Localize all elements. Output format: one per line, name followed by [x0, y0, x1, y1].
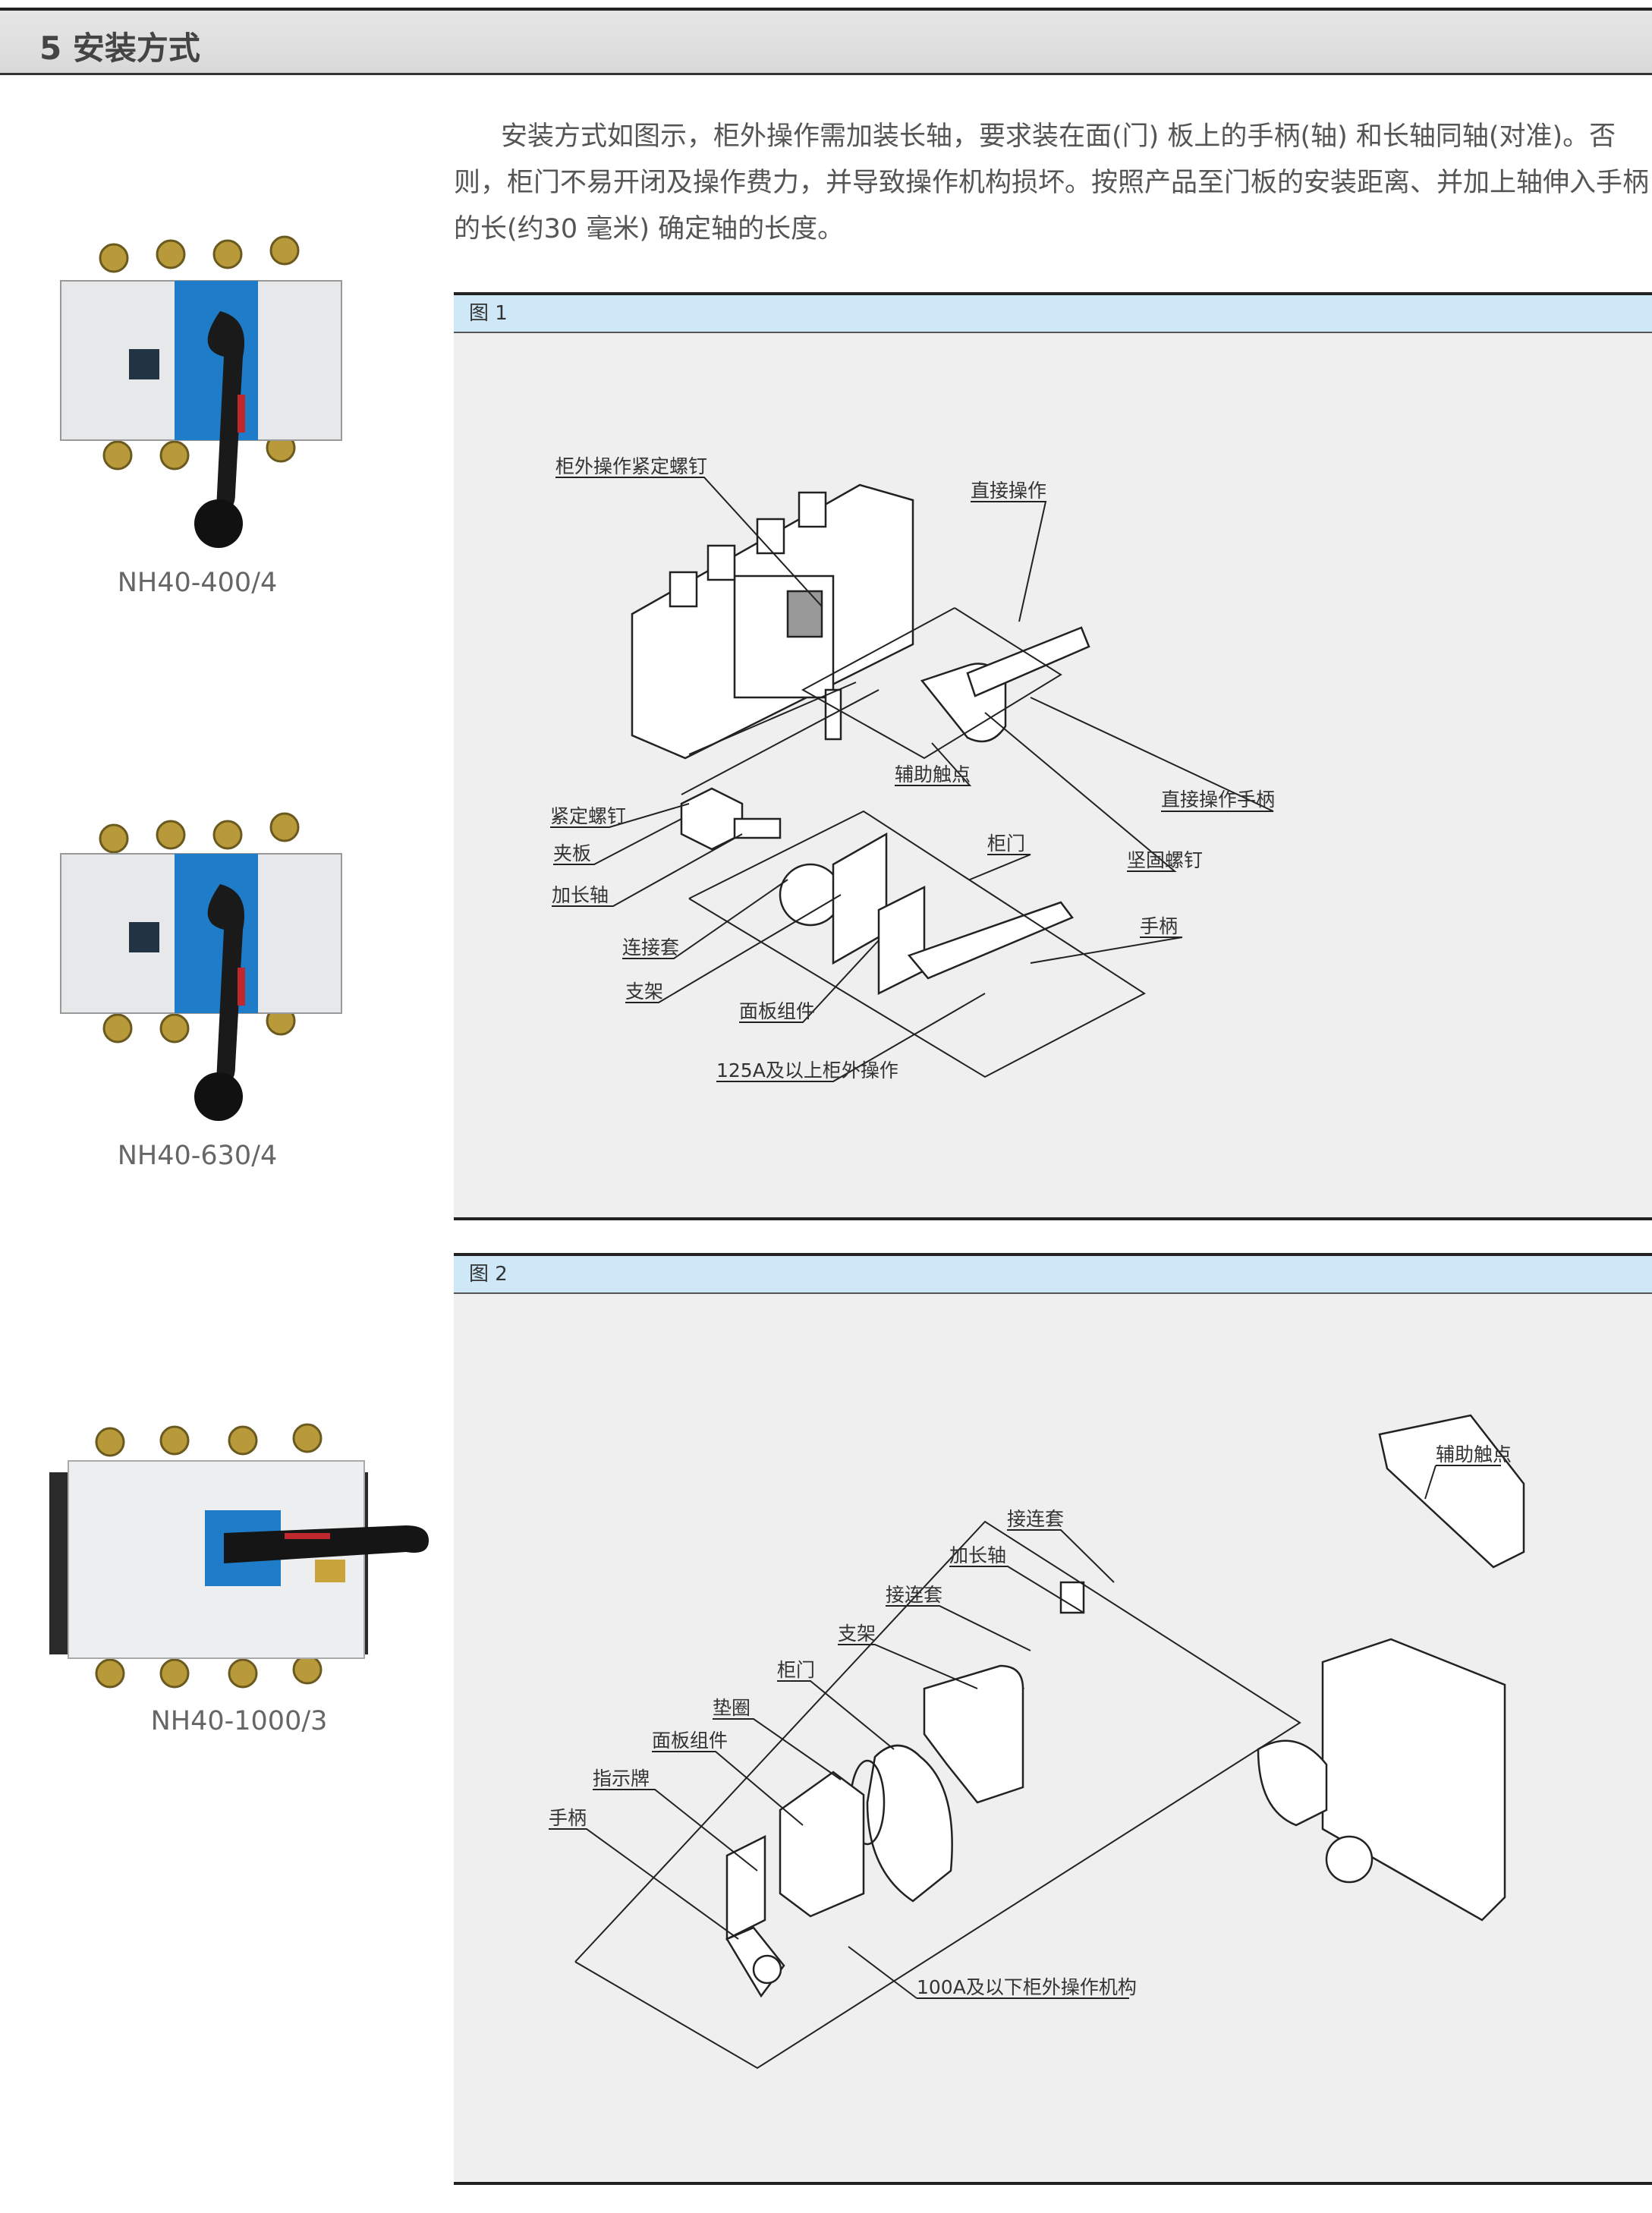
figure-1: 图 1: [454, 292, 1652, 1220]
section-title: 5 安装方式: [39, 30, 200, 67]
label-coupling-2: 接连套: [886, 1584, 942, 1606]
indicator-plate: [725, 1834, 766, 1941]
bracket: [923, 1664, 1024, 1804]
product-nh40-400: NH40-400/4: [46, 228, 349, 598]
external-op-plane: [688, 810, 1146, 1078]
label-coupling: 连接套: [622, 937, 679, 959]
clamp: [680, 787, 744, 851]
figure-2-title: 图 2: [454, 1253, 1652, 1294]
figure-1-diagram: 柜外操作紧定螺钉 直接操作 辅助触点 直接操作手柄 紧定螺钉 柜门 夹板 坚固螺…: [550, 455, 1275, 1082]
label-bracket: 支架: [625, 981, 663, 1003]
figure-2-diagram: 辅助触点 接连套 加长轴 接连套 支架 柜门 垫圈 面板组件 指示牌 手柄 10…: [549, 1414, 1525, 2070]
product-model: NH40-1000/3: [150, 1706, 328, 1736]
label-door: 柜门: [987, 833, 1025, 855]
label-set-screw: 紧定螺钉: [550, 805, 626, 827]
figure-2-bottom-rule: [454, 2182, 1652, 2185]
label-panel: 面板组件: [652, 1730, 728, 1752]
label-ext-shaft: 加长轴: [552, 884, 609, 906]
assembly-plane: [574, 1520, 1301, 2070]
figure-1-bottom-rule: [454, 1217, 1652, 1220]
product-model: NH40-630/4: [117, 1141, 278, 1171]
figure-1-title: 图 1: [454, 292, 1652, 333]
label-direct-handle: 直接操作手柄: [1161, 789, 1275, 811]
product-model: NH40-400/4: [117, 568, 278, 598]
handle: [907, 901, 1074, 980]
label-aux-contact: 辅助触点: [1436, 1443, 1512, 1465]
label-panel: 面板组件: [739, 1000, 815, 1022]
label-indicator: 指示牌: [593, 1768, 650, 1790]
figure-1-caption: 125A及以上柜外操作: [716, 1059, 898, 1081]
label-direct-op: 直接操作: [971, 480, 1046, 502]
handle-small: [1257, 1739, 1328, 1827]
intro-line: 的长(约30 毫米) 确定轴的长度。: [454, 214, 845, 244]
label-coupling-1: 接连套: [1007, 1508, 1064, 1530]
product-nh40-1000: NH40-1000/3: [42, 1419, 436, 1736]
label-door: 柜门: [777, 1659, 815, 1681]
figure-2: 图 2: [454, 1253, 1652, 2185]
intro-line: 则，柜门不易开闭及操作费力，并导致操作机构损坏。按照产品至门板的安装距离、并加上…: [454, 168, 1650, 198]
door-cutout: [866, 1744, 953, 1903]
label-washer: 垫圈: [713, 1697, 750, 1719]
label-ext-shaft: 加长轴: [949, 1544, 1006, 1566]
switch-photo: [60, 235, 342, 548]
intro-paragraph: 安装方式如图示，柜外操作需加装长轴，要求装在面(门) 板上的手柄(轴) 和长轴同…: [454, 114, 1652, 253]
section-header: 5 安装方式: [0, 11, 1652, 75]
switch-photo: [49, 1423, 429, 1689]
direct-op-plane: [801, 607, 1062, 760]
panel-assembly: [779, 1771, 865, 1918]
label-fix-screw-outside: 柜外操作紧定螺钉: [555, 455, 707, 477]
label-fix-screw: 坚固螺钉: [1127, 849, 1203, 871]
top-rule: [0, 8, 1652, 11]
aux-contact: [1378, 1414, 1525, 1569]
label-aux-contact: 辅助触点: [895, 763, 971, 785]
label-handle: 手柄: [549, 1807, 587, 1829]
intro-line: 安装方式如图示，柜外操作需加装长轴，要求装在面(门) 板上的手柄(轴) 和长轴同…: [501, 121, 1616, 152]
label-bracket: 支架: [838, 1623, 876, 1645]
figure-2-caption: 100A及以下柜外操作机构: [917, 1976, 1137, 1998]
label-clamp: 夹板: [553, 842, 591, 864]
switch-photo: [60, 812, 342, 1121]
product-nh40-630: NH40-630/4: [46, 801, 349, 1171]
label-handle: 手柄: [1140, 915, 1178, 937]
